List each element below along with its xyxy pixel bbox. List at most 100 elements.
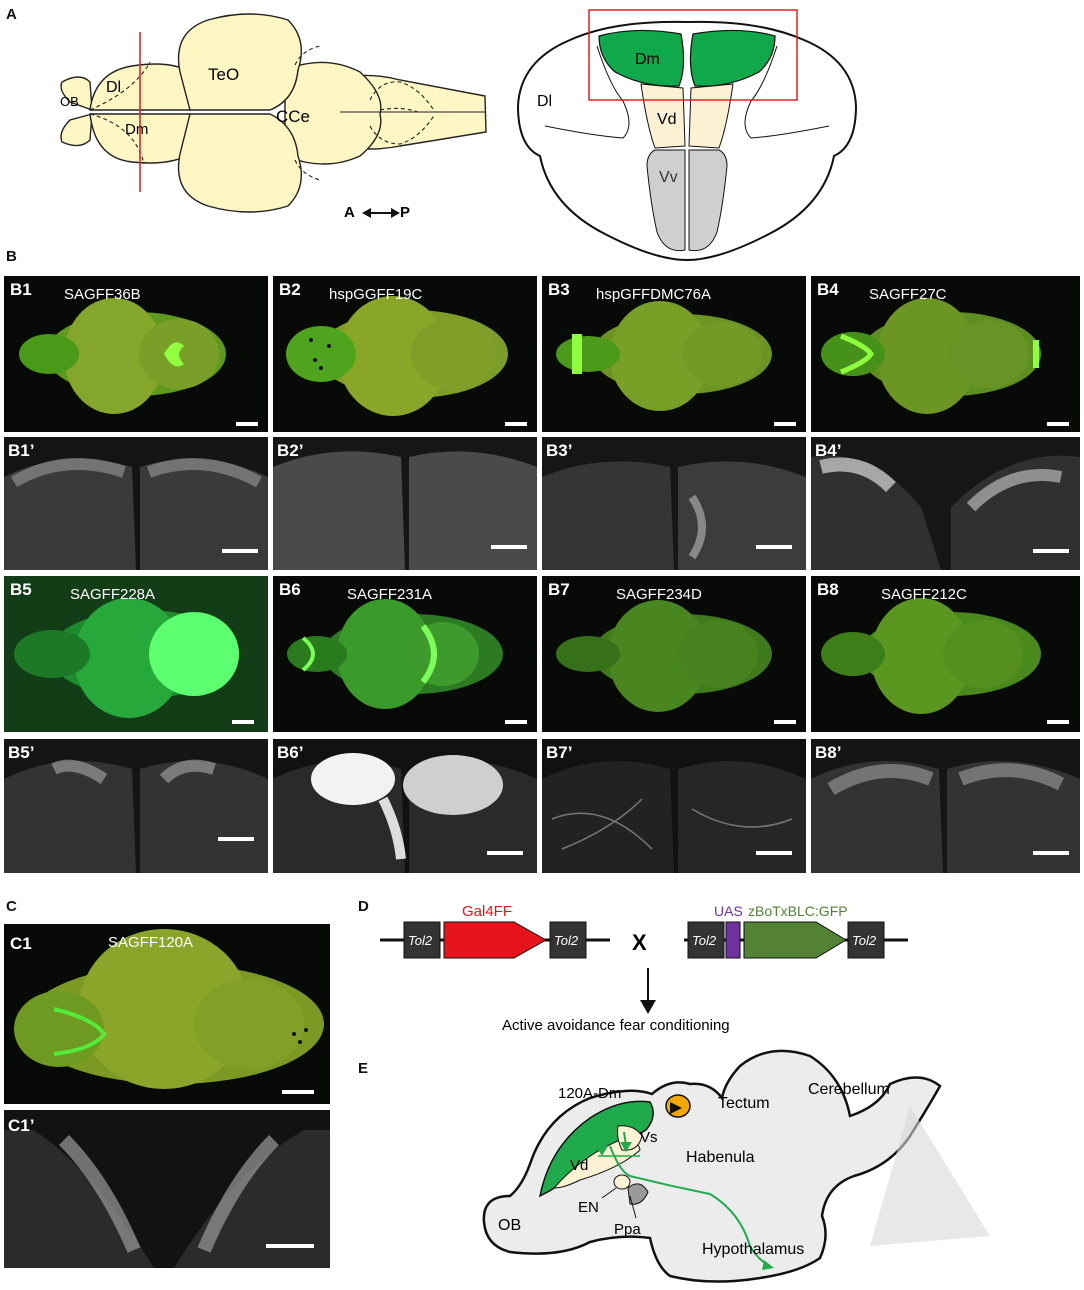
dm-120a-label: 120A-Dm — [558, 1085, 621, 1102]
vs-label: Vs — [640, 1129, 658, 1146]
section-diagram: Dm Dl Vd Vv — [516, 9, 858, 262]
tol2-box-2 — [549, 921, 587, 959]
image-b1-prime: B1’ — [4, 437, 268, 570]
scale-bar — [266, 1244, 314, 1248]
dorsal-brain-diagram: OB Dl Dm TeO CCe — [60, 13, 487, 213]
ppa-region — [627, 1183, 649, 1205]
scale-bar — [1033, 549, 1069, 553]
olfactory-bulb-top — [60, 76, 93, 112]
ob-label: OB — [60, 94, 79, 109]
scale-bar — [222, 549, 258, 553]
dm-region-right — [689, 29, 776, 87]
olfactory-bulb-bottom — [60, 113, 93, 147]
tag-b5-prime: B5’ — [8, 743, 35, 762]
sagittal-brain-diagram: 120A-Dm Tectum Cerebellum Vs Vd Habenula… — [482, 1049, 990, 1283]
image-b4-prime: B4’ — [811, 437, 1080, 570]
panel-d-label: D — [358, 898, 369, 915]
scale-bar — [1047, 720, 1069, 724]
vd-label: Vd — [570, 1157, 588, 1174]
botx-label: zBoTxBLC:GFP — [748, 903, 848, 919]
tag-b4-prime: B4’ — [815, 441, 842, 460]
gal4ff-cassette — [443, 921, 548, 959]
tag-b7: B7 — [548, 580, 570, 599]
line-name-b5: SAGFF228A — [70, 586, 156, 603]
dm-label: Dm — [125, 121, 148, 138]
scale-bar — [1047, 422, 1069, 426]
image-b6-prime: B6’ — [273, 739, 537, 873]
image-c1: C1 SAGFF120A — [4, 924, 330, 1104]
image-b8-prime: B8’ — [811, 739, 1080, 873]
corpus-cerebelli — [284, 61, 382, 165]
projection-path — [609, 1145, 771, 1267]
svg-text:Tol2: Tol2 — [554, 933, 579, 948]
scale-bar — [491, 545, 527, 549]
tag-b4: B4 — [817, 280, 839, 299]
construct-diagram: Tol2 Gal4FF Tol2 X Active avoidance fear… — [380, 903, 908, 1034]
cross-symbol: X — [632, 930, 647, 955]
hypothalamus-label: Hypothalamus — [702, 1241, 804, 1258]
scale-bar — [505, 422, 527, 426]
tag-b5: B5 — [10, 580, 32, 599]
image-b7-prime: B7’ — [542, 739, 806, 873]
optic-tectum-top — [177, 13, 302, 111]
green-arrow-icon — [596, 1146, 608, 1156]
scale-bar — [218, 837, 254, 841]
svg-text:Tol2: Tol2 — [852, 933, 877, 948]
tag-c1-prime: C1’ — [8, 1116, 35, 1135]
tol2-box-1 — [403, 921, 441, 959]
en-label: EN — [578, 1199, 599, 1216]
image-b1: B1 SAGFF36B — [4, 276, 268, 432]
cce-label: CCe — [276, 107, 310, 126]
image-b5: B5 SAGFF228A — [4, 576, 268, 732]
bidirectional-arrow-icon — [362, 208, 400, 218]
green-arrow-icon — [620, 1142, 632, 1152]
line-name-b6: SAGFF231A — [347, 586, 433, 603]
image-c1-prime: C1’ — [4, 1110, 330, 1268]
tag-b1-prime: B1’ — [8, 441, 35, 460]
image-b3: B3 hspGFFDMC76A — [542, 276, 806, 432]
uas-element — [725, 921, 741, 959]
tectum-label: Tectum — [718, 1095, 770, 1112]
tag-c1: C1 — [10, 934, 32, 953]
tag-b3: B3 — [548, 280, 570, 299]
tag-b1: B1 — [10, 280, 32, 299]
image-b7: B7 SAGFF234D — [542, 576, 806, 732]
tag-b2-prime: B2’ — [277, 441, 304, 460]
tag-b2: B2 — [279, 280, 301, 299]
panel-a-label: A — [6, 6, 17, 23]
cerebellum-label: Cerebellum — [808, 1081, 890, 1098]
tol2-box-3 — [687, 921, 725, 959]
line-name-b7: SAGFF234D — [616, 586, 702, 603]
scale-bar — [756, 851, 792, 855]
image-b5-prime: B5’ — [4, 739, 268, 873]
gal4ff-label: Gal4FF — [462, 903, 512, 920]
scale-bar — [282, 1090, 314, 1094]
axis-posterior-label: P — [400, 204, 411, 221]
tag-b7-prime: B7’ — [546, 743, 573, 762]
ppa-label: Ppa — [614, 1221, 641, 1238]
tag-b6-prime: B6’ — [277, 743, 304, 762]
green-arrow-icon — [762, 1260, 774, 1270]
svg-text:Tol2: Tol2 — [692, 933, 717, 948]
scale-bar — [774, 422, 796, 426]
section-vv-label: Vv — [659, 169, 678, 186]
tag-b8: B8 — [817, 580, 839, 599]
en-region — [613, 1174, 631, 1190]
panel-c-label: C — [6, 898, 17, 915]
scale-bar — [505, 720, 527, 724]
section-vd-label: Vd — [657, 111, 677, 128]
scale-bar — [774, 720, 796, 724]
dm-region-left — [598, 29, 685, 87]
image-b2-prime: B2’ — [273, 437, 537, 570]
scale-bar — [1033, 851, 1069, 855]
scale-bar — [756, 545, 792, 549]
line-name-c1: SAGFF120A — [108, 934, 194, 951]
panel-e-label: E — [358, 1060, 369, 1077]
habenula-label: Habenula — [686, 1149, 755, 1166]
tol2-box-4 — [847, 921, 885, 959]
scale-bar — [487, 851, 523, 855]
optic-tectum-bottom — [177, 113, 302, 213]
vd-region — [552, 1139, 641, 1189]
section-dl-label: Dl — [537, 93, 552, 110]
line-name-b3: hspGFFDMC76A — [596, 286, 712, 303]
